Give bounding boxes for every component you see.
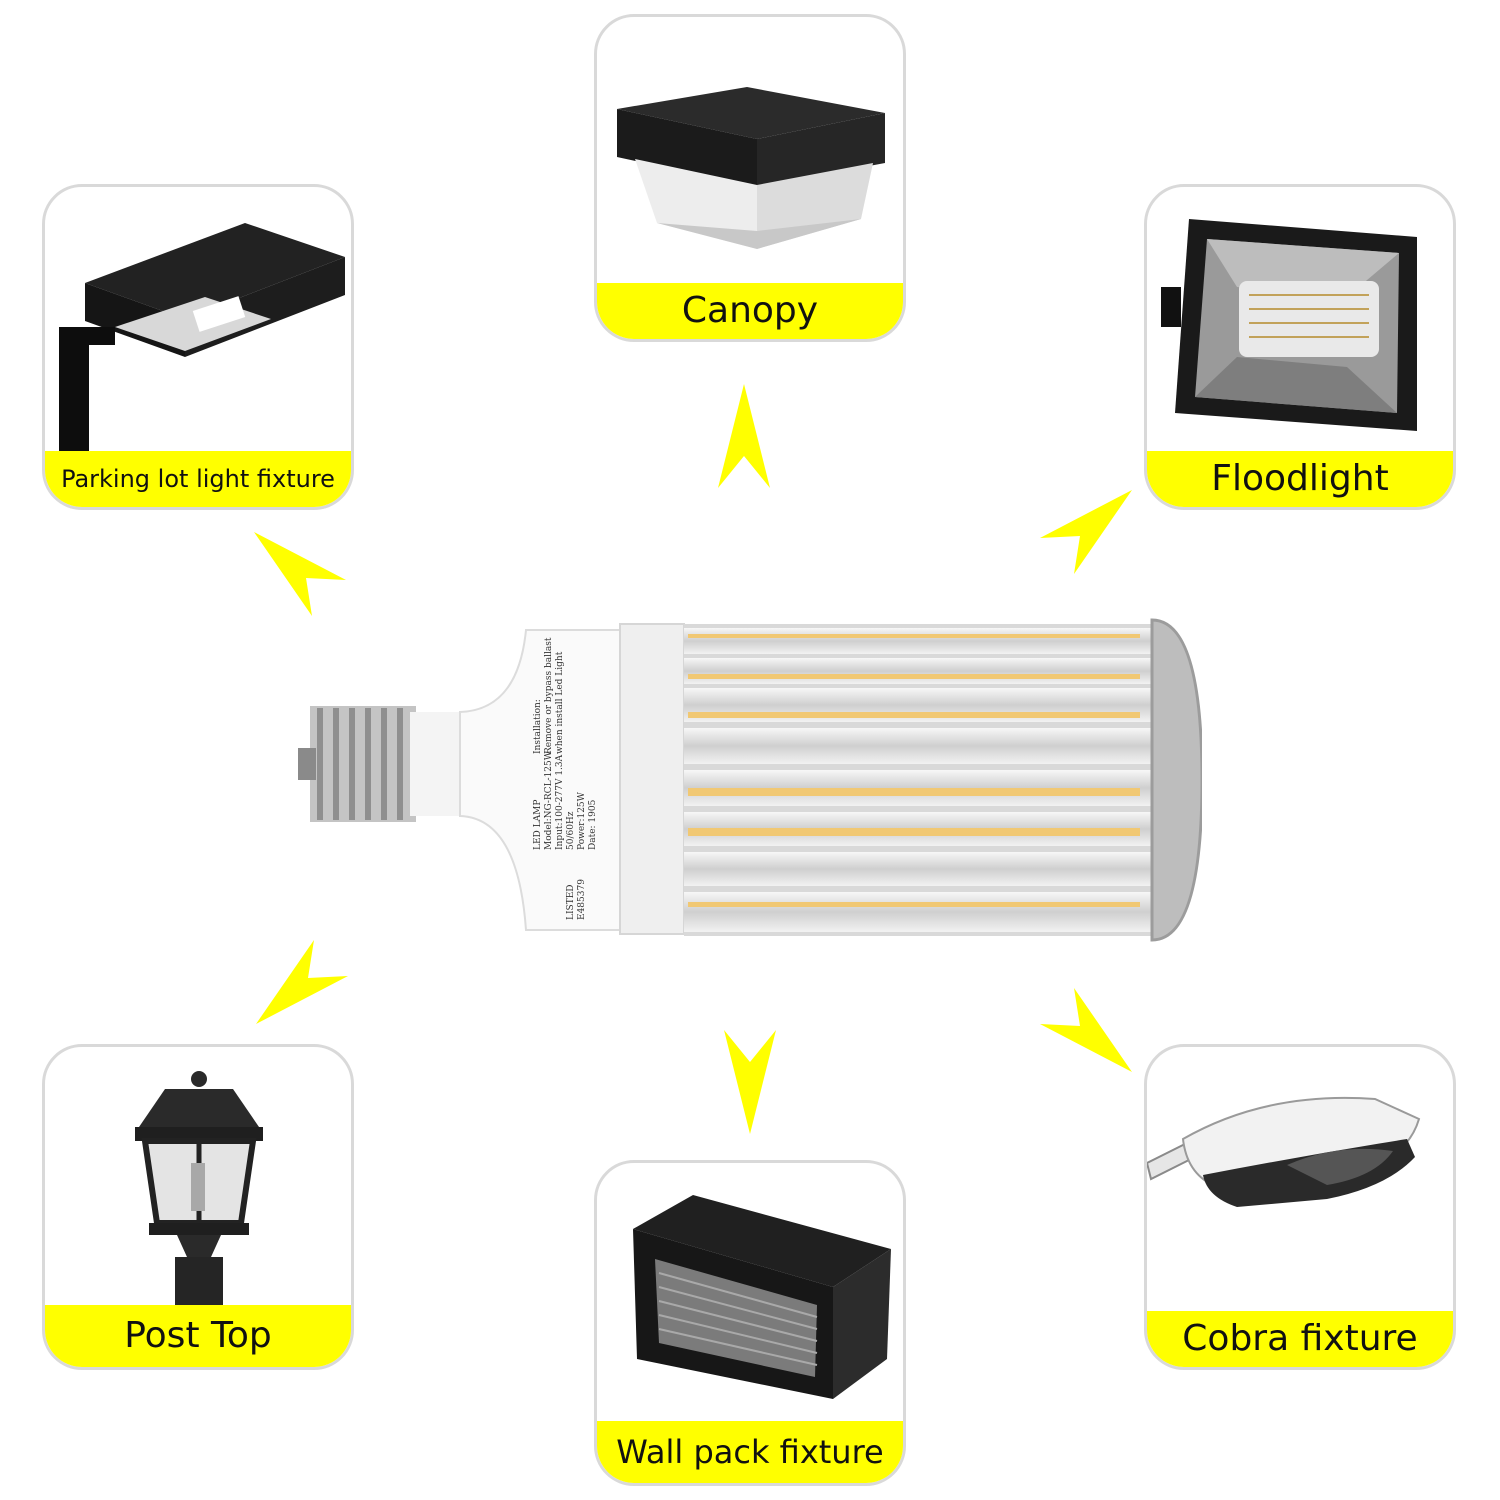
post-top-label: Post Top xyxy=(45,1305,351,1367)
arrow-up-right-icon xyxy=(1040,490,1132,574)
floodlight-icon xyxy=(1161,219,1417,431)
canopy-label: Canopy xyxy=(597,283,903,339)
parking-lot-card: Parking lot light fixture xyxy=(42,184,354,510)
floodlight-card: Floodlight xyxy=(1144,184,1456,510)
post-top-card: Post Top xyxy=(42,1044,354,1370)
lamp-label-file: E485379 xyxy=(577,879,587,920)
lamp-label-line5: Power:125W xyxy=(577,791,587,850)
wall-pack-label: Wall pack fixture xyxy=(597,1421,903,1483)
lamp-label-install3: when install Led Light xyxy=(555,651,565,754)
canopy-card: Canopy xyxy=(594,14,906,342)
lamp-label-line6: Date: 1905 xyxy=(588,799,598,850)
arrow-up-left-icon xyxy=(254,532,346,616)
lamp-label-listed: LISTED xyxy=(566,885,576,921)
cobra-head-fixture-icon xyxy=(1147,1096,1421,1207)
wall-pack-card: Wall pack fixture xyxy=(594,1160,906,1486)
lamp-label-line2: Model:NG-RCL-125W xyxy=(544,750,554,850)
lamp-label-line4: 50/60Hz xyxy=(566,811,576,850)
floodlight-label: Floodlight xyxy=(1147,451,1453,507)
lamp-label-line1: LED LAMP xyxy=(533,800,543,850)
cobra-card: Cobra fixture xyxy=(1144,1044,1456,1370)
arrow-down-left-icon xyxy=(256,940,348,1024)
parking-lot-label: Parking lot light fixture xyxy=(45,451,351,507)
canopy-fixture-icon xyxy=(617,87,885,249)
wall-pack-fixture-icon xyxy=(633,1195,891,1399)
arrow-down-right-icon xyxy=(1040,988,1132,1072)
arrow-up-icon xyxy=(718,384,770,488)
lamp-label-install1: Installation: xyxy=(533,699,543,754)
lamp-label-install2: Remove or bypass ballast xyxy=(544,637,554,754)
led-corn-lamp-icon: LED LAMP Model:NG-RCL-125W Input:100-277… xyxy=(298,618,1202,942)
post-top-lantern-icon xyxy=(135,1071,263,1311)
lamp-label-line3: Input:100-277V 1.3A xyxy=(555,754,565,850)
cobra-label: Cobra fixture xyxy=(1147,1311,1453,1367)
parking-lot-fixture-icon xyxy=(59,223,345,457)
arrow-down-icon xyxy=(724,1030,776,1134)
